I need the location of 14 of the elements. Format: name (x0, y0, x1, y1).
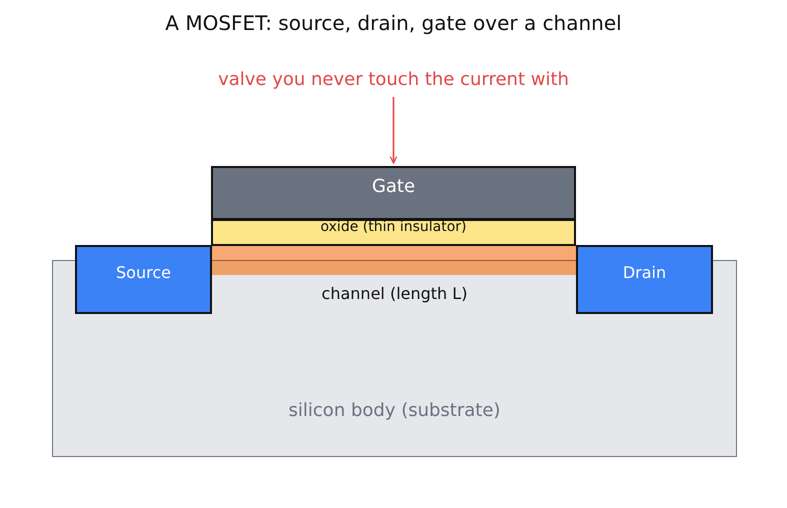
region-label: Source (115, 263, 172, 282)
annotation-label: valve you never touch the current with (217, 69, 570, 90)
region-label: oxide (thin insulator) (320, 219, 468, 235)
drain-region (576, 245, 713, 314)
region-label: channel (length L) (320, 284, 468, 303)
oxide-layer (211, 219, 576, 246)
arrow (390, 97, 398, 164)
source-region (75, 245, 212, 314)
region-label: Drain (622, 263, 668, 282)
gate-electrode (211, 166, 576, 220)
diagram-title: A MOSFET: source, drain, gate over a channel (164, 11, 623, 35)
channel-layer (211, 245, 576, 275)
region-label: silicon body (substrate) (288, 400, 502, 421)
region-label: Gate (370, 176, 416, 197)
